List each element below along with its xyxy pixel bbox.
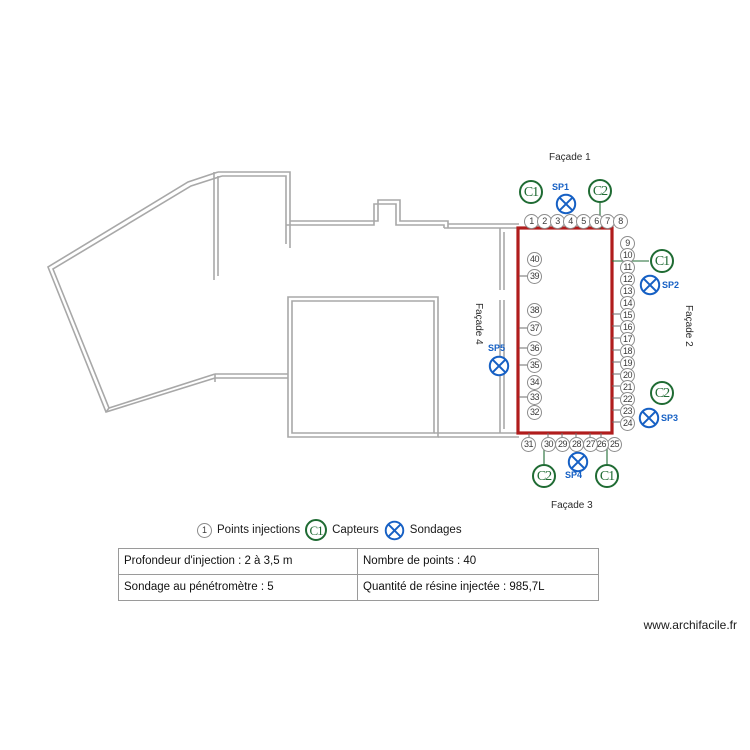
sondage-sp1-label: SP1	[552, 182, 570, 192]
legend-point-icon: 1	[197, 522, 212, 538]
cell-quantite-resine: Quantité de résine injectée : 985,7L	[357, 574, 599, 601]
legend-sondage-icon	[384, 520, 405, 541]
injection-point-28[interactable]: 28	[569, 437, 584, 452]
legend: 1 Points injections C1 Capteurs Sondages	[197, 519, 462, 541]
injection-point-34[interactable]: 34	[527, 375, 542, 390]
injection-point-27[interactable]: 27	[583, 437, 598, 452]
building-walls	[47, 171, 519, 438]
capteur-c2-top-right[interactable]: C2	[588, 179, 612, 203]
injection-point-25[interactable]: 25	[607, 437, 622, 452]
capteur-c2-bottom[interactable]: C2	[532, 464, 556, 488]
capteur-c1-right[interactable]: C1	[650, 249, 674, 273]
injection-point-14[interactable]: 14	[620, 296, 635, 311]
sondage-sp3-label: SP3	[661, 413, 679, 423]
sondage-sp5-label: SP5	[488, 343, 506, 353]
injection-zone-outline	[516, 226, 614, 435]
injection-point-32[interactable]: 32	[527, 405, 542, 420]
capteur-c2-right[interactable]: C2	[650, 381, 674, 405]
injection-point-39[interactable]: 39	[527, 269, 542, 284]
sondage-sp2[interactable]	[639, 274, 661, 296]
capteur-c1-bottom[interactable]: C1	[595, 464, 619, 488]
injection-point-30[interactable]: 30	[541, 437, 556, 452]
table-row: Sondage au pénétromètre : 5 Quantité de …	[118, 574, 599, 601]
website-url: www.archifacile.fr	[643, 618, 737, 632]
injection-point-31[interactable]: 31	[521, 437, 536, 452]
injection-point-36[interactable]: 36	[527, 341, 542, 356]
sondage-sp5[interactable]	[488, 355, 510, 377]
sondage-sp4[interactable]	[567, 451, 589, 473]
injection-point-40[interactable]: 40	[527, 252, 542, 267]
legend-capteur-label: Capteurs	[332, 524, 379, 536]
sondage-sp2-label: SP2	[662, 280, 680, 290]
injection-point-37[interactable]: 37	[527, 321, 542, 336]
cell-profondeur: Profondeur d'injection : 2 à 3,5 m	[118, 548, 358, 575]
facade-label-4: Façade 4	[473, 303, 484, 345]
sondage-sp3[interactable]	[638, 407, 660, 429]
injection-point-8[interactable]: 8	[613, 214, 628, 229]
table-row: Profondeur d'injection : 2 à 3,5 m Nombr…	[118, 548, 599, 575]
cell-nombre-points: Nombre de points : 40	[357, 548, 599, 575]
injection-point-35[interactable]: 35	[527, 358, 542, 373]
facade-label-2: Façade 2	[683, 305, 694, 347]
injection-point-24[interactable]: 24	[620, 416, 635, 431]
injection-point-38[interactable]: 38	[527, 303, 542, 318]
sondage-sp4-label: SP4	[565, 470, 583, 480]
injection-point-1[interactable]: 1	[524, 214, 539, 229]
injection-point-33[interactable]: 33	[527, 390, 542, 405]
facade-label-1: Façade 1	[549, 152, 591, 163]
legend-sondage-label: Sondages	[409, 524, 462, 536]
cell-sondage-penetrometre: Sondage au pénétromètre : 5	[118, 574, 358, 601]
capteur-c1-top-left[interactable]: C1	[519, 180, 543, 204]
legend-point-label: Points injections	[217, 524, 301, 536]
info-table: Profondeur d'injection : 2 à 3,5 m Nombr…	[118, 548, 599, 601]
injection-point-16[interactable]: 16	[620, 320, 635, 335]
injection-point-29[interactable]: 29	[555, 437, 570, 452]
facade-label-3: Façade 3	[551, 500, 593, 511]
legend-capteur-icon: C1	[305, 519, 328, 541]
sondage-sp1[interactable]	[555, 193, 577, 215]
